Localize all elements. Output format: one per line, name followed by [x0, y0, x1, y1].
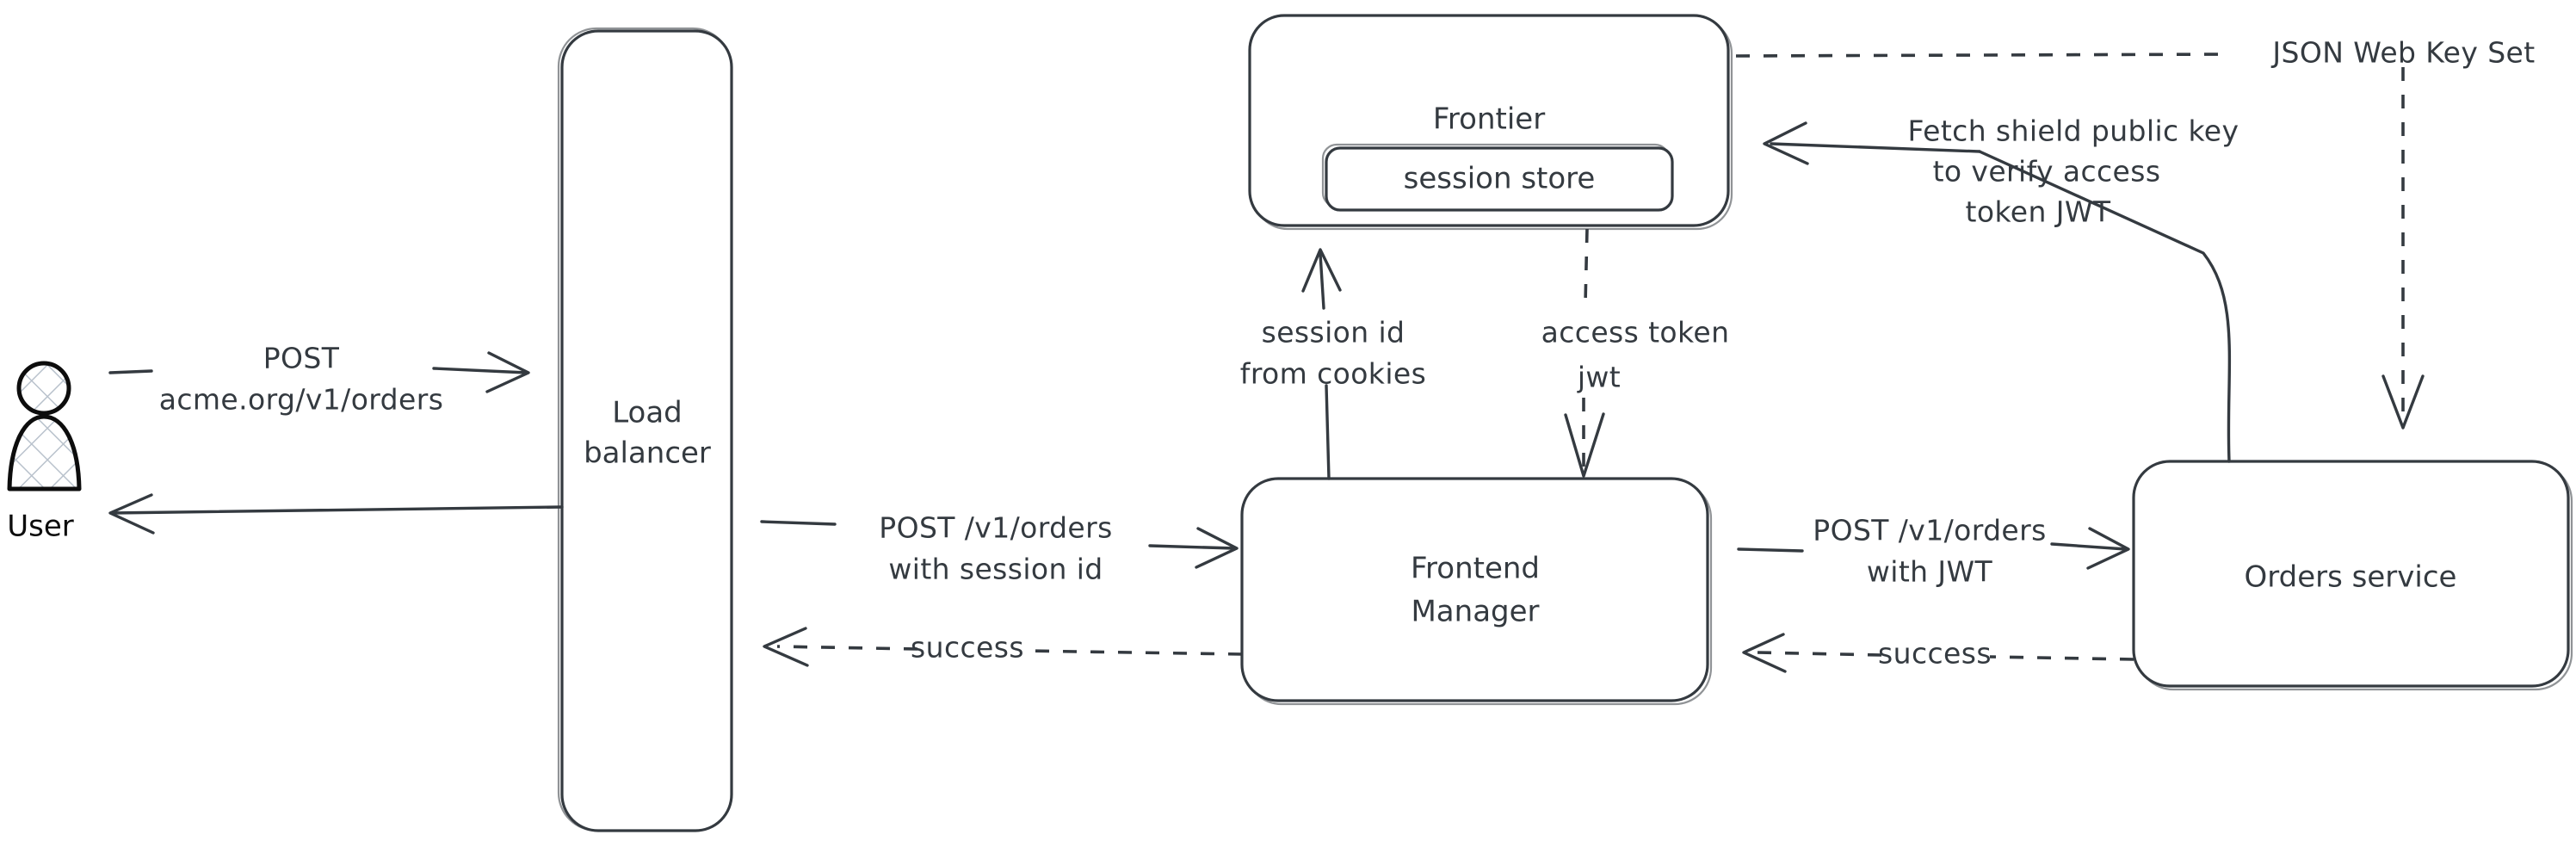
edge-orders-to-frontier-label-line3: token JWT: [1966, 195, 2111, 229]
node-load-balancer-label-line2: balancer: [584, 436, 711, 471]
node-user[interactable]: User: [7, 361, 82, 544]
edge-lb-to-fm-label-line1: POST /v1/orders: [879, 511, 1112, 545]
edge-frontier-to-fm-label-line2: jwt: [1577, 361, 1621, 394]
edge-user-to-load-balancer-label-line1: POST: [263, 342, 340, 375]
node-orders-service-label: Orders service: [2245, 560, 2457, 595]
edge-fm-to-orders-label-line1: POST /v1/orders: [1813, 514, 2046, 547]
edge-jwks-label: JSON Web Key Set: [2270, 36, 2535, 70]
edge-load-balancer-to-user: [108, 493, 564, 535]
edge-fm-to-orders-label-line2: with JWT: [1867, 555, 1993, 589]
edge-user-to-load-balancer: POST acme.org/v1/orders: [108, 342, 530, 417]
node-load-balancer-label-line1: Load: [612, 396, 683, 430]
node-frontier[interactable]: Frontier session store: [1248, 14, 1733, 231]
edge-orders-to-fm-label: success: [1878, 637, 1992, 671]
node-session-store-label: session store: [1404, 162, 1596, 196]
edge-load-balancer-to-frontend-manager: POST /v1/orders with session id: [760, 511, 1239, 586]
edge-orders-service-to-frontend-manager: success: [1742, 633, 2134, 673]
user-icon: [7, 361, 82, 492]
node-frontend-manager-label-line2: Manager: [1411, 595, 1539, 629]
edge-fm-to-frontier-label-line2: from cookies: [1240, 357, 1426, 391]
edge-frontier-to-frontend-manager: access token jwt: [1541, 228, 1730, 478]
edge-frontend-manager-to-load-balancer: success: [763, 627, 1243, 667]
node-session-store[interactable]: session store: [1321, 143, 1674, 212]
node-frontend-manager-label-line1: Frontend: [1411, 552, 1540, 586]
edge-user-to-load-balancer-label-line2: acme.org/v1/orders: [159, 383, 444, 417]
node-frontend-manager[interactable]: Frontend Manager: [1240, 477, 1713, 706]
edge-frontier-jwks-to-orders-service: JSON Web Key Set: [1735, 36, 2535, 430]
edge-orders-service-to-frontier: Fetch shield public key to verify access…: [1763, 114, 2239, 463]
edge-frontier-to-fm-label-line1: access token: [1541, 316, 1730, 349]
edge-fm-to-frontier-label-line1: session id: [1262, 316, 1405, 349]
edge-frontend-manager-to-orders-service: POST /v1/orders with JWT: [1737, 514, 2130, 589]
edge-orders-to-frontier-label-line2: to verify access: [1933, 155, 2161, 189]
node-load-balancer[interactable]: Load balancer: [557, 27, 733, 832]
edge-fm-to-lb-label: success: [911, 631, 1024, 665]
node-frontier-label: Frontier: [1433, 102, 1545, 137]
edge-orders-to-frontier-label-line1: Fetch shield public key: [1908, 114, 2239, 148]
edge-lb-to-fm-label-line2: with session id: [888, 553, 1103, 586]
node-user-label: User: [7, 510, 74, 544]
edge-frontend-manager-to-frontier: session id from cookies: [1240, 248, 1426, 480]
node-orders-service[interactable]: Orders service: [2132, 460, 2573, 691]
